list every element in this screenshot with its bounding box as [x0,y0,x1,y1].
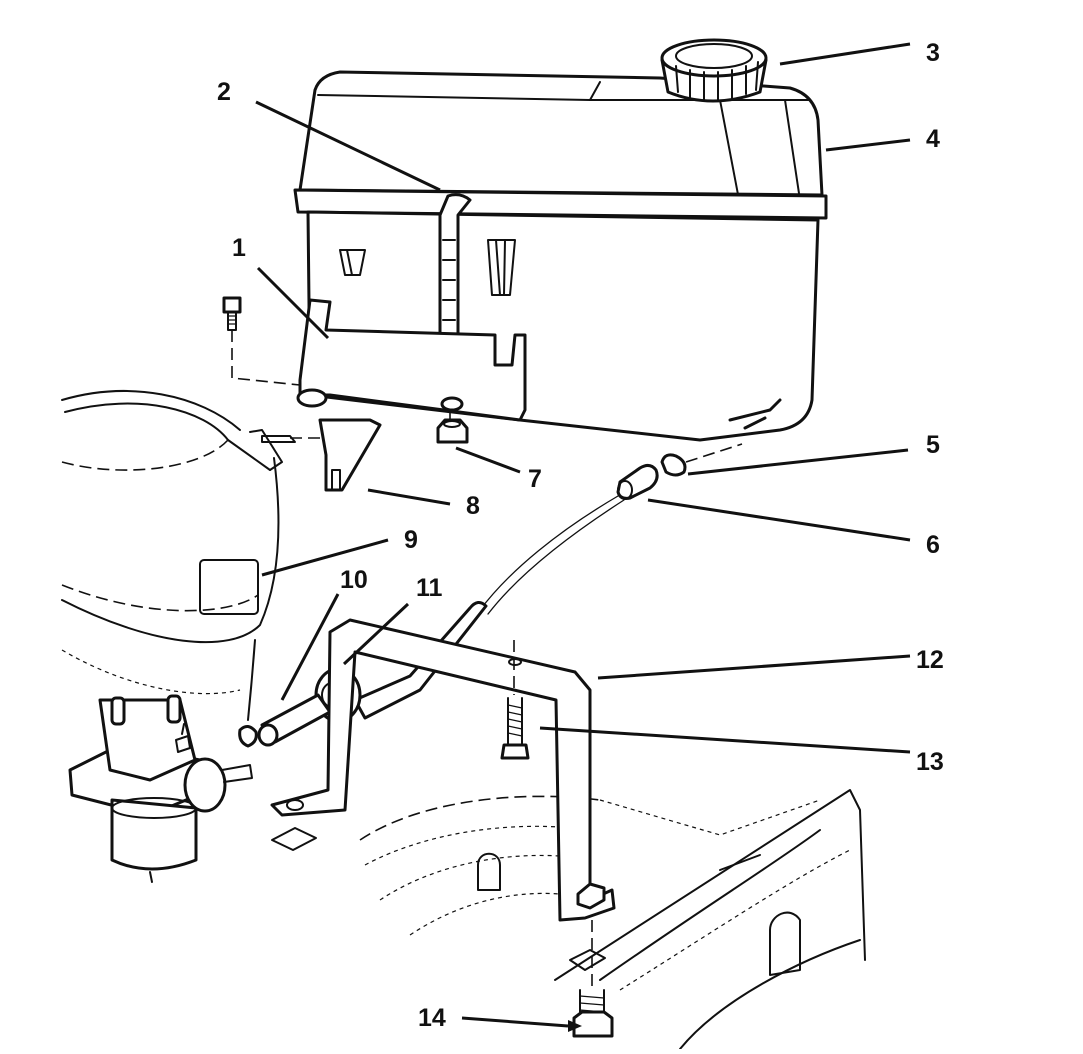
leader-lines [255,42,911,1032]
callout-2: 2 [217,78,231,106]
callout-labels: 1 2 3 4 5 6 7 8 9 10 11 12 13 14 [217,39,944,1032]
leader-10 [280,593,340,701]
carburetor [68,694,253,883]
callout-12: 12 [916,646,944,674]
leader-6 [647,498,911,542]
callout-8: 8 [466,492,480,520]
support-bracket [270,618,616,922]
leader-4 [825,138,911,152]
filler-cap [660,38,768,103]
fuel-line [353,495,625,720]
callout-14: 14 [418,1004,446,1032]
callout-9: 9 [404,526,418,554]
callout-11: 11 [416,574,443,602]
leader-7 [455,446,521,474]
leader-13 [539,726,911,754]
strap-nut [436,418,469,444]
leader-9 [261,538,389,577]
callout-6: 6 [926,531,940,559]
leader-2 [255,100,441,192]
leader-8 [367,488,451,506]
callout-5: 5 [926,431,940,459]
leader-14-arrowhead [568,1020,582,1032]
callout-7: 7 [528,465,542,493]
leader-14 [461,1016,569,1028]
leader-11 [342,602,410,666]
engine-bracket [261,418,382,492]
bracket-bolt [500,640,530,760]
leader-5 [687,448,909,476]
callout-3: 3 [926,39,940,67]
frame-bolt [569,920,614,1038]
callout-1: 1 [232,234,246,262]
leader-3 [779,42,911,66]
callout-13: 13 [916,748,944,776]
fuel-filter [616,463,659,500]
callout-10: 10 [340,566,368,594]
leader-12 [597,654,911,680]
bracket-screw [222,296,301,386]
callout-4: 4 [926,125,940,153]
engine-shroud [61,390,283,721]
leader-1 [256,266,330,340]
tank-bracket [296,298,527,422]
hose-clamp [660,443,743,477]
